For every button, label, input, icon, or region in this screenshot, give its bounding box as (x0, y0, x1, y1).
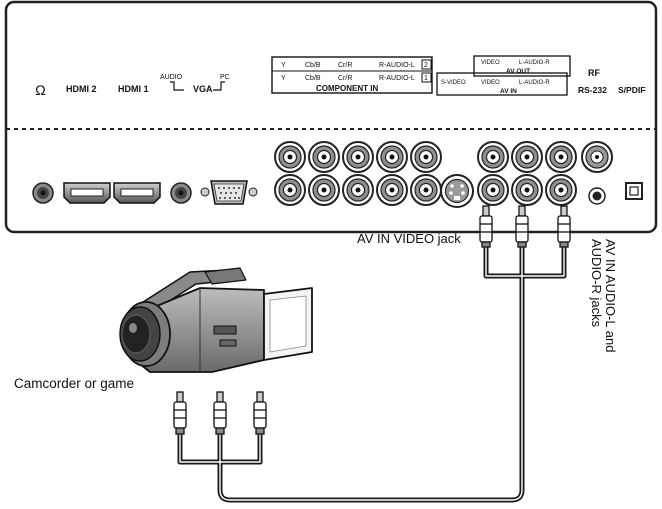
audio-bracket (170, 81, 184, 91)
hdmi1-port (113, 182, 161, 204)
av-out-video: VIDEO (481, 60, 500, 66)
plug-video-tv (479, 205, 493, 248)
rs232-jack (588, 187, 606, 205)
comp-row1-cr: Cr/R (338, 62, 352, 69)
plug-audio-r-tv (557, 205, 571, 248)
tv-back-panel: Ω HDMI 2 HDMI 1 AUDIO VGA PC RF RS-232 S… (4, 0, 658, 234)
component-jack-row1-3 (342, 141, 374, 173)
component-in-title: COMPONENT IN (316, 84, 378, 93)
component-in-label-block: Y Cb/B Cr/R R-AUDIO-L 2 Y Cb/B Cr/R R-AU… (271, 56, 433, 94)
camcorder-lens-glass (121, 314, 151, 354)
comp-row2-audio: R-AUDIO-L (379, 75, 415, 82)
component-jack-row2-2 (308, 174, 340, 206)
label-rf: RF (588, 68, 600, 78)
av-in-jack-2 (511, 174, 543, 206)
av-in-audio: L-AUDIO-R (519, 80, 550, 86)
av-in-svideo: S-VIDEO (441, 80, 466, 86)
av-in-jack-3 (545, 174, 577, 206)
av-out-jack-2 (511, 141, 543, 173)
pc-bracket (213, 81, 225, 91)
plug-audio-l-camcorder (213, 391, 227, 435)
av-label-block: VIDEO L-AUDIO-R AV OUT S-VIDEO VIDEO L-A… (436, 55, 571, 96)
label-rs232: RS-232 (578, 85, 607, 95)
label-vga: VGA (193, 84, 213, 94)
component-jack-row1-5 (410, 141, 442, 173)
spdif-optical-port (625, 182, 643, 200)
av-in-jack-1 (477, 174, 509, 206)
vga-audio-jack (170, 182, 192, 204)
component-jack-row1-1 (274, 141, 306, 173)
label-hdmi2: HDMI 2 (66, 84, 97, 94)
component-jack-row2-5 (410, 174, 442, 206)
vga-port (200, 180, 258, 205)
svideo-port (440, 174, 474, 208)
comp-row2-y: Y (281, 75, 286, 82)
headphone-icon: Ω (35, 82, 46, 98)
headphone-jack (32, 182, 54, 204)
comp-row2-index: 1 (424, 75, 428, 82)
hdmi2-port (63, 182, 111, 204)
plug-audio-l-tv (515, 205, 529, 248)
comp-row1-y: Y (281, 62, 286, 69)
av-out-jack-3 (545, 141, 577, 173)
label-pc: PC (220, 74, 230, 81)
plug-video-camcorder (173, 391, 187, 435)
comp-row1-index: 2 (424, 62, 428, 69)
label-audio: AUDIO (160, 74, 183, 81)
rf-coax-port (581, 141, 613, 173)
av-out-jack-1 (477, 141, 509, 173)
comp-row2-cb: Cb/B (305, 75, 321, 82)
label-spdif: S/PDIF (618, 85, 645, 95)
av-in-title: AV IN (500, 88, 517, 95)
av-in-video: VIDEO (481, 80, 500, 86)
label-hdmi1: HDMI 1 (118, 84, 149, 94)
av-out-audio: L-AUDIO-R (519, 60, 550, 66)
camcorder-illustration (119, 267, 313, 373)
caption-av-in-video-jack: AV IN VIDEO jack (357, 231, 461, 246)
caption-audio-line2: AUDIO-R jacks (589, 239, 604, 328)
component-jack-row2-1 (274, 174, 306, 206)
component-jack-row1-2 (308, 141, 340, 173)
comp-row1-audio: R-AUDIO-L (379, 62, 415, 69)
caption-camcorder: Camcorder or game (14, 376, 135, 391)
component-jack-row1-4 (376, 141, 408, 173)
component-jack-row2-4 (376, 174, 408, 206)
rca-jack-array (274, 141, 577, 206)
plug-audio-r-camcorder (253, 391, 267, 435)
comp-row2-cr: Cr/R (338, 75, 352, 82)
av-out-title: AV OUT (506, 68, 530, 75)
caption-audio-line1: AV IN AUDIO-L and (603, 239, 618, 353)
av-cable (177, 243, 567, 503)
rca-plugs (173, 205, 571, 435)
comp-row1-cb: Cb/B (305, 62, 321, 69)
component-jack-row2-3 (342, 174, 374, 206)
